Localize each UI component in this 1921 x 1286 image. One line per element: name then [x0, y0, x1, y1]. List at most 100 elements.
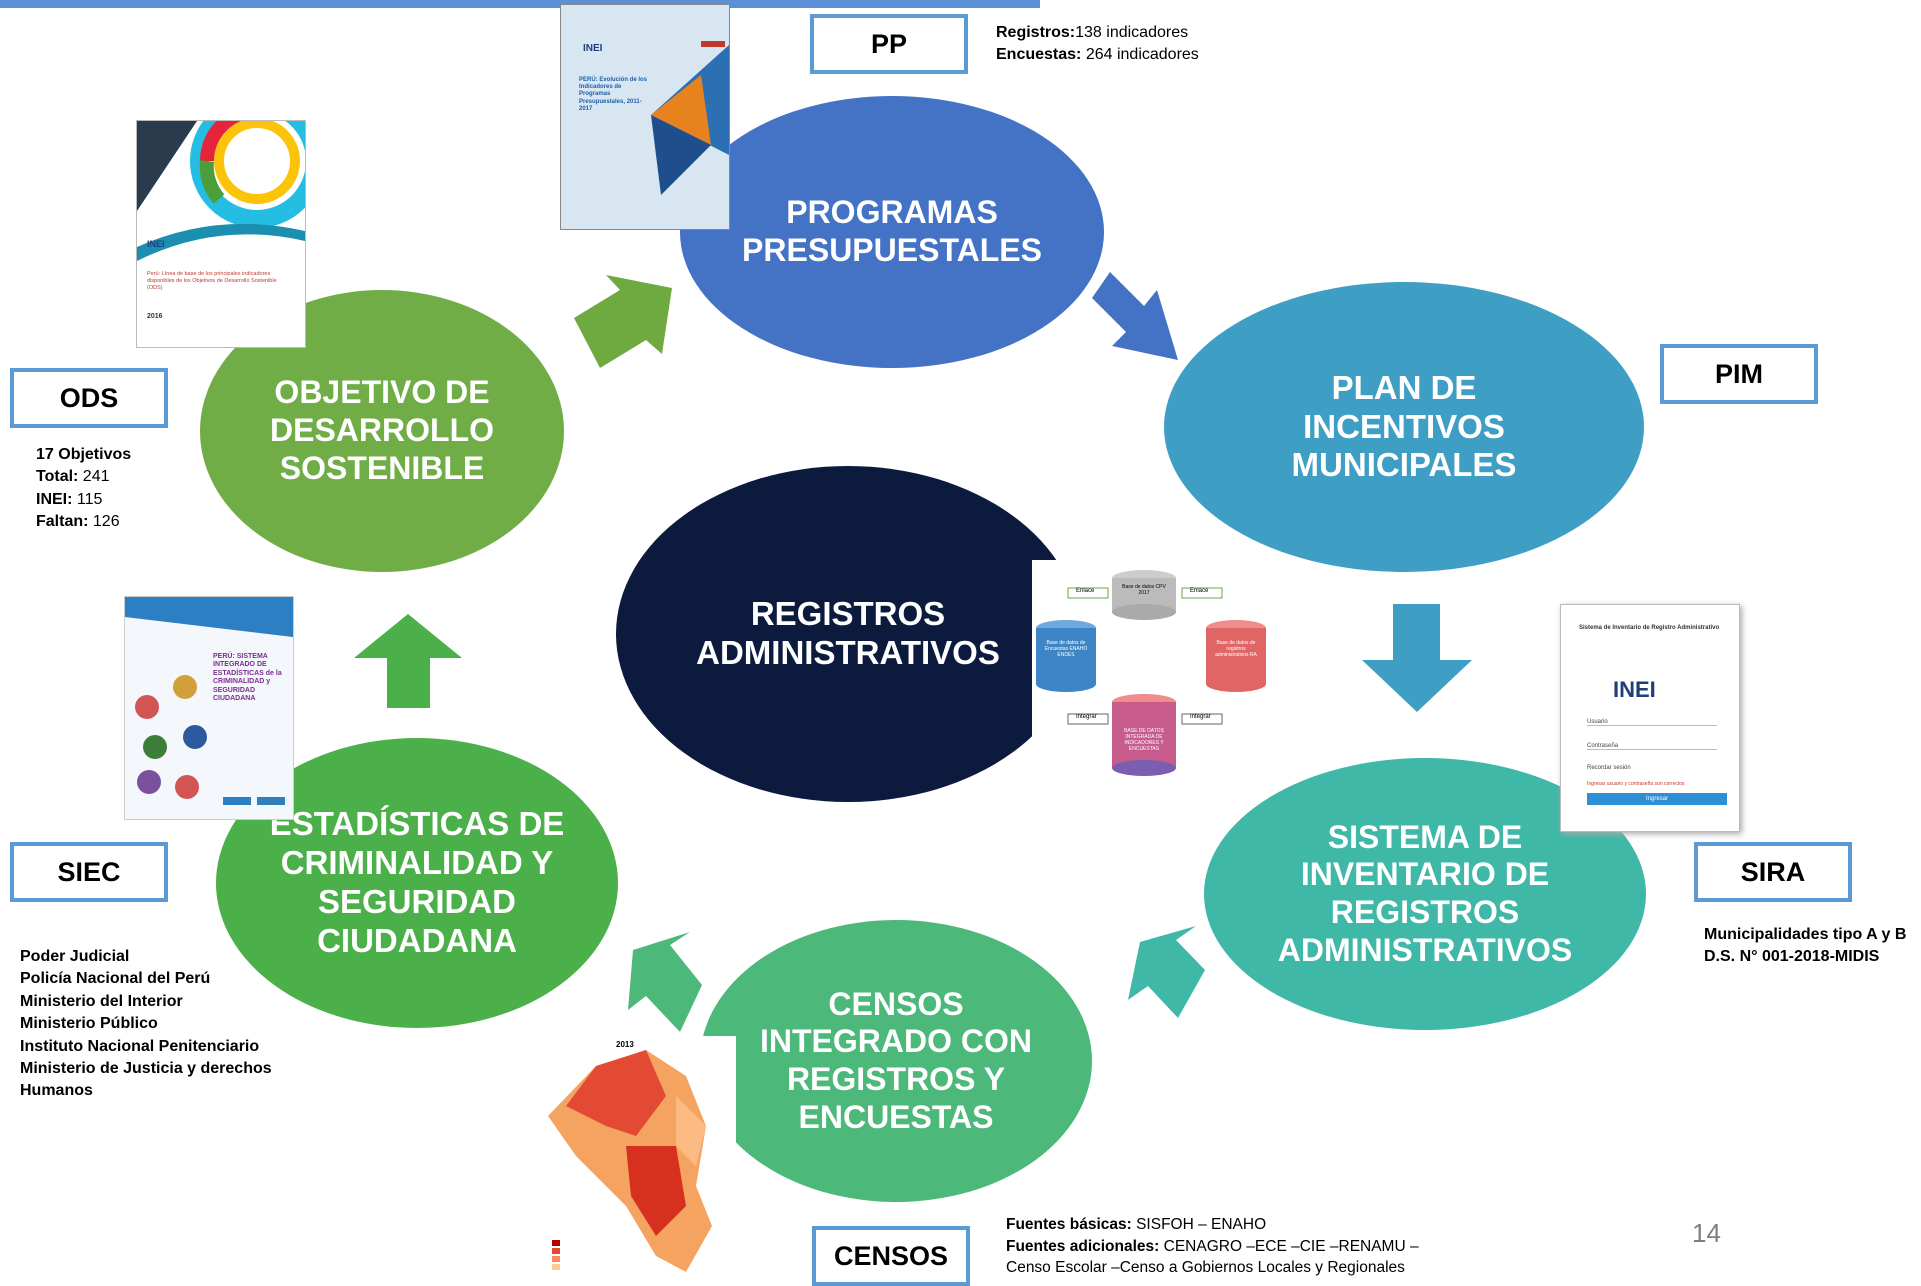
info-pp: Registros:138 indicadores Encuestas: 264… [996, 22, 1199, 67]
info-pp-registros: Registros:138 indicadores [996, 22, 1199, 44]
map-year: 2013 [616, 1040, 634, 1049]
info-censos-basic-value: SISFOH – ENAHO [1131, 1216, 1267, 1233]
arrow-pim-to-sira [1362, 604, 1472, 712]
node-ods-label: OBJETIVO DE DESARROLLO SOSTENIBLE [270, 374, 494, 486]
tag-sira-label: SIRA [1740, 856, 1806, 887]
db-left-label: Base de datos de Encuestas ENAHO ENDES [1044, 640, 1088, 658]
info-ods: 17 Objetivos Total: 241 INEI: 115 Faltan… [36, 444, 131, 534]
peru-map-art [548, 1050, 712, 1272]
siec-report-cover: PERÚ: SISTEMA INTEGRADO DE ESTADÍSTICAS … [124, 596, 294, 820]
arrow-censos-to-siec [628, 932, 702, 1032]
info-pp-enc-value: 264 indicadores [1081, 46, 1199, 64]
sira-password-field: Contraseña [1587, 743, 1717, 750]
info-censos-add-value: CENAGRO –ECE –CIE –RENAMU – [1159, 1237, 1419, 1255]
db-top-label: Base de datos CPV 2017 [1122, 584, 1166, 596]
siec-cover-art [125, 597, 293, 805]
sira-error: Ingresar usuario y contraseña son correc… [1587, 781, 1685, 787]
node-siec-label: ESTADÍSTICAS DE CRIMINALIDAD Y SEGURIDAD… [269, 805, 565, 959]
tag-sira: SIRA [1694, 842, 1852, 902]
peru-census-map: 2013 [536, 1036, 736, 1282]
tag-ods: ODS [10, 368, 168, 428]
ods-report-cover: INEI Perú: Línea de base de los principa… [136, 120, 306, 348]
db-enlace-left: Enlace [1076, 588, 1095, 594]
info-siec: Poder Judicial Policía Nacional del Perú… [20, 946, 272, 1103]
database-integration-diagram: Enlace Enlace Integrar Integrar Base de … [1032, 560, 1270, 784]
node-center-label: REGISTROS ADMINISTRATIVOS [696, 595, 1000, 671]
node-pim-label: PLAN DE INCENTIVOS MUNICIPALES [1291, 368, 1517, 484]
info-ods-total-value: 241 [78, 468, 110, 486]
pp-report-cover: INEI PERÚ: Evolución de los Indicadores … [560, 4, 730, 230]
info-sira-line2: D.S. N° 001-2018-MIDIS [1704, 948, 1880, 966]
info-ods-total: Total: 241 [36, 466, 131, 488]
info-ods-faltan-value: 126 [88, 513, 120, 531]
page-number: 14 [1692, 1218, 1721, 1248]
arrow-siec-to-ods [354, 614, 462, 708]
pp-cover-brand: INEI [583, 43, 603, 54]
ods-cover-brand: INEI [147, 239, 165, 249]
info-censos-line3: Censo Escolar –Censo a Gobiernos Locales… [1006, 1259, 1405, 1277]
db-right-label: Base de datos de registros administrativ… [1215, 640, 1257, 658]
tag-censos: CENSOS [812, 1226, 970, 1286]
ods-cover-title: Perú: Línea de base de los principales i… [147, 271, 277, 292]
siec-cover-title: PERÚ: SISTEMA INTEGRADO DE ESTADÍSTICAS … [213, 653, 282, 702]
sira-inei-logo: INEI [1613, 677, 1656, 702]
arrow-pp-to-pim [1092, 272, 1178, 360]
info-ods-inei-label: INEI: [36, 490, 73, 508]
node-pp-label: PROGRAMAS PRESUPUESTALES [742, 194, 1042, 268]
tag-pp-label: PP [870, 28, 908, 59]
node-sira-label: SISTEMA DE INVENTARIO DE REGISTROS ADMIN… [1277, 818, 1573, 968]
arrow-ods-to-pp [574, 275, 672, 368]
info-pp-enc-label: Encuestas: [996, 46, 1082, 64]
node-censos-label: CENSOS INTEGRADO CON REGISTROS Y ENCUEST… [760, 985, 1032, 1135]
info-censos-basicas: Fuentes básicas: SISFOH – ENAHO [1006, 1214, 1419, 1236]
info-siec-item: Ministerio de Justicia y derechos [20, 1059, 272, 1077]
info-ods-faltan-label: Faltan: [36, 513, 89, 531]
ods-cover-year: 2016 [147, 313, 163, 320]
info-censos: Fuentes básicas: SISFOH – ENAHO Fuentes … [1006, 1214, 1419, 1279]
info-ods-total-label: Total: [36, 468, 79, 486]
node-censos: CENSOS INTEGRADO CON REGISTROS Y ENCUEST… [700, 920, 1092, 1202]
info-pp-encuestas: Encuestas: 264 indicadores [996, 44, 1199, 66]
info-siec-item: Humanos [20, 1082, 93, 1100]
info-censos-basic-label: Fuentes básicas: [1006, 1216, 1132, 1233]
top-accent-bar [0, 0, 1040, 8]
info-censos-adicionales: Fuentes adicionales: CENAGRO –ECE –CIE –… [1006, 1236, 1419, 1258]
info-siec-item: Poder Judicial [20, 948, 130, 965]
node-registros-administrativos: REGISTROS ADMINISTRATIVOS [616, 466, 1080, 802]
sira-login-title: Sistema de Inventario de Registro Admini… [1579, 625, 1720, 631]
db-diagram-art [1036, 570, 1266, 776]
node-plan-incentivos: PLAN DE INCENTIVOS MUNICIPALES [1164, 282, 1644, 572]
info-siec-item: Ministerio del Interior [20, 992, 183, 1010]
info-siec-item: Policía Nacional del Perú [20, 970, 211, 988]
ods-cover-art [137, 121, 305, 261]
info-pp-reg-value: 138 indicadores [1075, 24, 1189, 41]
tag-pim: PIM [1660, 344, 1818, 404]
info-pp-reg-label: Registros: [996, 24, 1076, 41]
sira-user-field: Usuario [1587, 719, 1717, 726]
tag-siec-label: SIEC [57, 856, 121, 887]
arrow-sira-to-censos [1128, 926, 1205, 1018]
sira-login-button: Ingresar [1587, 793, 1727, 805]
sira-login-screenshot: Sistema de Inventario de Registro Admini… [1560, 604, 1740, 832]
info-ods-inei: INEI: 115 [36, 489, 131, 511]
info-sira: Municipalidades tipo A y B D.S. N° 001-2… [1704, 924, 1906, 969]
tag-censos-label: CENSOS [833, 1240, 949, 1271]
info-ods-objetivos: 17 Objetivos [36, 446, 132, 463]
info-ods-faltan: Faltan: 126 [36, 511, 131, 533]
tag-pim-label: PIM [1714, 358, 1763, 389]
info-sira-line1: Municipalidades tipo A y B [1704, 926, 1907, 943]
info-siec-item: Instituto Nacional Penitenciario [20, 1037, 260, 1055]
db-enlace-right: Enlace [1190, 588, 1209, 594]
node-programas-presupuestales: PROGRAMAS PRESUPUESTALES [680, 96, 1104, 368]
pp-cover-art [561, 5, 729, 229]
tag-ods-label: ODS [59, 382, 119, 413]
info-ods-inei-value: 115 [72, 490, 103, 508]
node-estadisticas-criminalidad: ESTADÍSTICAS DE CRIMINALIDAD Y SEGURIDAD… [216, 738, 618, 1028]
db-integrar-right: Integrar [1190, 714, 1211, 720]
sira-remember: Recordar sesión [1587, 765, 1631, 771]
info-censos-add-label: Fuentes adicionales: [1006, 1237, 1160, 1255]
pp-cover-title: PERÚ: Evolución de los Indicadores de Pr… [579, 77, 648, 112]
info-siec-item: Ministerio Público [20, 1015, 158, 1033]
tag-pp: PP [810, 14, 968, 74]
